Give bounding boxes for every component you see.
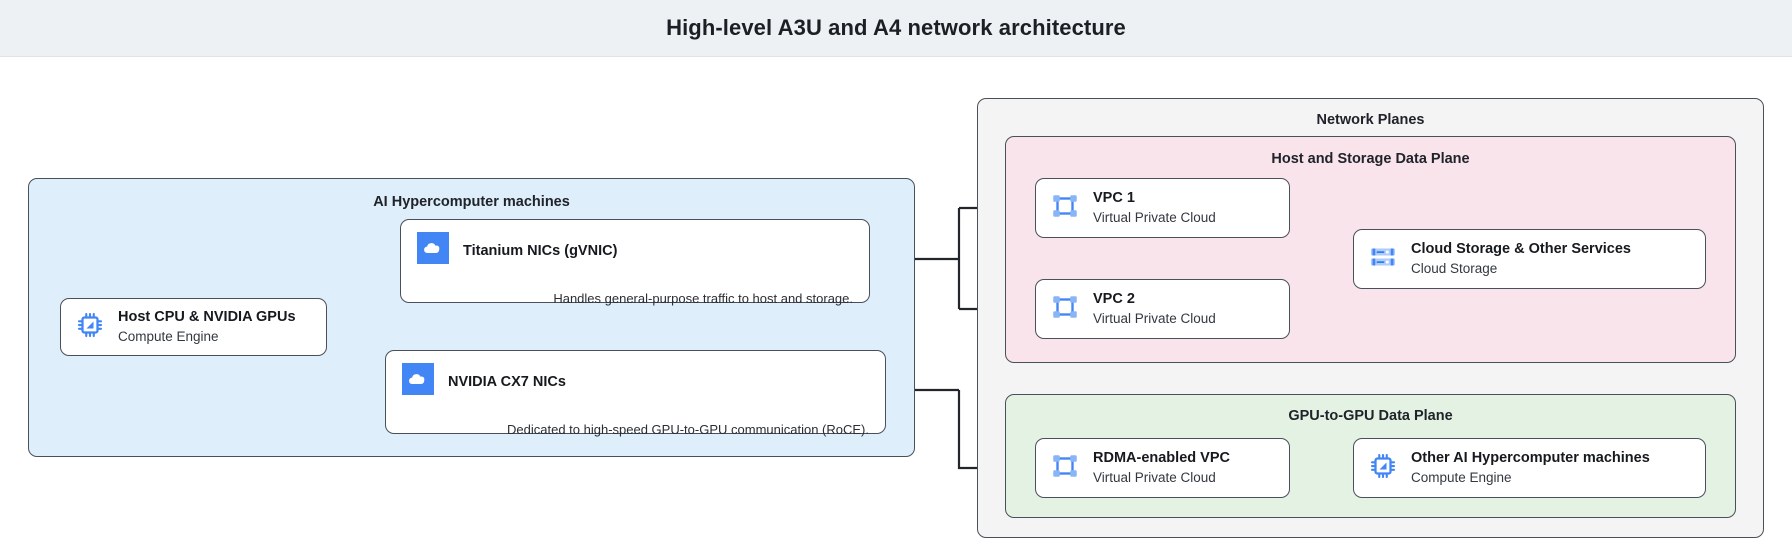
node-title: Cloud Storage & Other Services [1411, 241, 1631, 258]
cpu-chip-icon [75, 310, 105, 345]
vpc-icon [1050, 191, 1080, 226]
card-titanium-nics[interactable]: Titanium NICs (gVNIC) Handles general-pu… [400, 219, 870, 306]
card-title: Titanium NICs (gVNIC) [463, 242, 618, 259]
node-subtitle: Compute Engine [118, 328, 219, 344]
node-subtitle: Cloud Storage [1411, 260, 1498, 276]
node-title: Other AI Hypercomputer machines [1411, 450, 1650, 467]
node-vpc-2[interactable]: VPC 2 Virtual Private Cloud [1035, 279, 1290, 339]
card-description: Handles general-purpose traffic to host … [553, 291, 853, 306]
cloud-icon [402, 363, 434, 400]
card-header: NVIDIA CX7 NICs [386, 351, 885, 410]
card-title: NVIDIA CX7 NICs [448, 373, 566, 390]
node-vpc-1[interactable]: VPC 1 Virtual Private Cloud [1035, 178, 1290, 238]
cloud-storage-icon [1368, 242, 1398, 277]
card-nvidia-cx7-nics[interactable]: NVIDIA CX7 NICs Dedicated to high-speed … [385, 350, 886, 437]
node-cloud-storage[interactable]: Cloud Storage & Other Services Cloud Sto… [1353, 229, 1706, 289]
machines-panel-title: AI Hypercomputer machines [373, 194, 570, 210]
cloud-icon [417, 232, 449, 269]
vpc-icon [1050, 451, 1080, 486]
title-bar: High-level A3U and A4 network architectu… [0, 0, 1792, 57]
page-title: High-level A3U and A4 network architectu… [666, 15, 1126, 40]
network-planes-title: Network Planes [1316, 112, 1425, 128]
node-subtitle: Virtual Private Cloud [1093, 310, 1216, 326]
node-title: VPC 2 [1093, 291, 1135, 308]
cpu-chip-icon [1368, 451, 1398, 486]
node-subtitle: Compute Engine [1411, 469, 1512, 485]
node-title: Host CPU & NVIDIA GPUs [118, 309, 296, 326]
node-subtitle: Virtual Private Cloud [1093, 469, 1216, 485]
card-header: Titanium NICs (gVNIC) [401, 220, 869, 279]
host-storage-plane-title: Host and Storage Data Plane [1271, 151, 1470, 167]
card-description: Dedicated to high-speed GPU-to-GPU commu… [507, 422, 869, 437]
vpc-icon [1050, 292, 1080, 327]
node-rdma-vpc[interactable]: RDMA-enabled VPC Virtual Private Cloud [1035, 438, 1290, 498]
node-subtitle: Virtual Private Cloud [1093, 209, 1216, 225]
node-title: RDMA-enabled VPC [1093, 450, 1230, 467]
node-title: VPC 1 [1093, 190, 1135, 207]
node-host-cpu-gpus[interactable]: Host CPU & NVIDIA GPUs Compute Engine [60, 298, 327, 356]
node-other-ai-hypercomputer-machines[interactable]: Other AI Hypercomputer machines Compute … [1353, 438, 1706, 498]
gpu-plane-title: GPU-to-GPU Data Plane [1288, 408, 1453, 424]
